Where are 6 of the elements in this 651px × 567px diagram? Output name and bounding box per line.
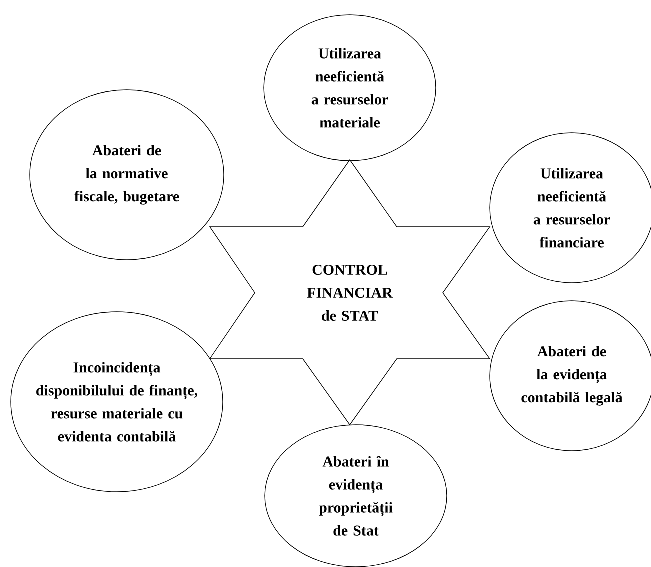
ellipse-bubble: Incoincidența disponibilului de finanțe, resurse materiale cu evidenta contabilă <box>10 312 224 492</box>
ellipse-bubble: Utilizarea neeficientă a resurselor materiale <box>264 14 436 162</box>
ellipse-bubble: Abateri de la evidența contabilă legală <box>490 300 651 452</box>
ellipse-bubble: Abateri de la normative fiscale, bugetare <box>30 90 224 260</box>
ellipse-bubble: Utilizarea neeficientă a resurselor financiare <box>490 132 651 284</box>
ellipse-bubble: Abateri în evidența proprietății de Stat <box>264 424 448 567</box>
